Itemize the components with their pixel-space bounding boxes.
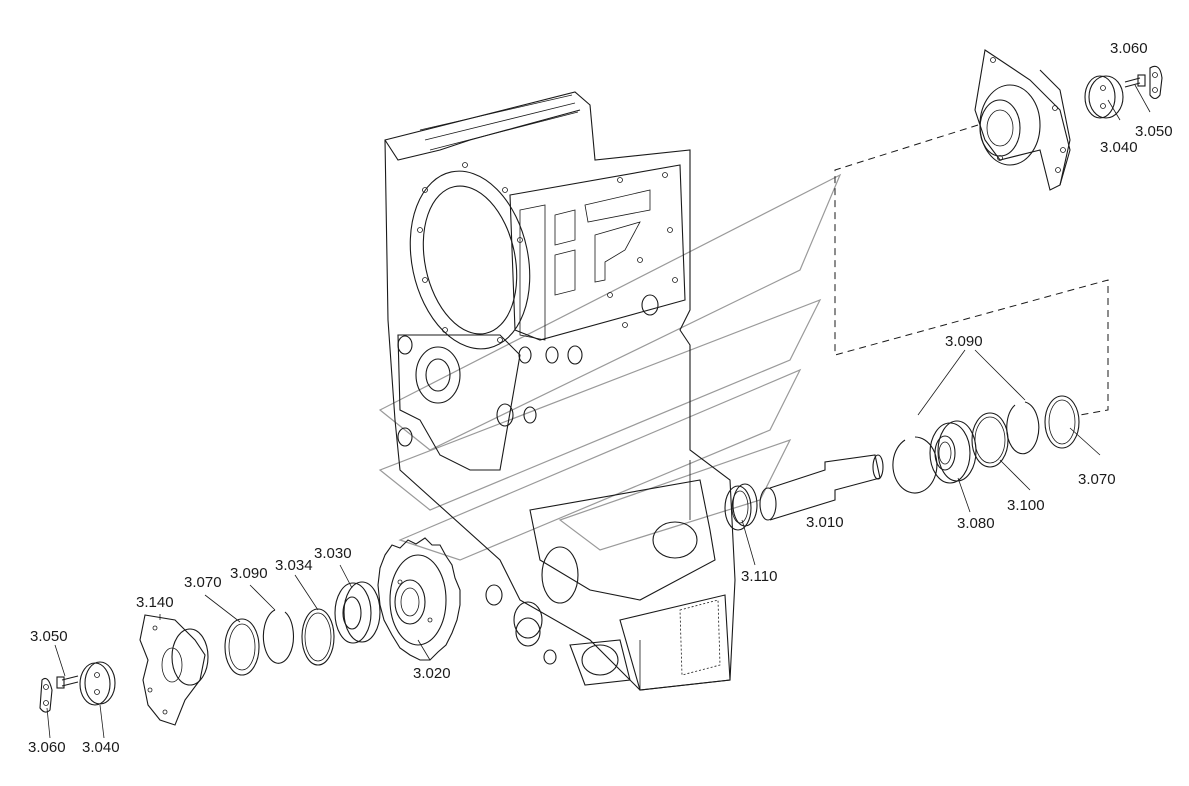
gear-3020 bbox=[377, 537, 461, 661]
flange-assembly-top bbox=[974, 49, 1071, 191]
snap-ring-3090-right-a bbox=[892, 436, 938, 494]
ring-3034 bbox=[301, 608, 335, 666]
bearing-3080 bbox=[929, 420, 977, 484]
callout-3060-left: 3.060 bbox=[28, 739, 66, 756]
callout-3070-left: 3.070 bbox=[184, 574, 222, 591]
callout-3050-top: 3.050 bbox=[1135, 123, 1173, 140]
ring-3070-left bbox=[224, 618, 260, 676]
callout-3080: 3.080 bbox=[957, 515, 995, 532]
callout-3010: 3.010 bbox=[806, 514, 844, 531]
washer-3040-top bbox=[1084, 75, 1124, 119]
snap-ring-3090-left bbox=[262, 609, 294, 664]
washer-3040-left bbox=[79, 661, 116, 706]
lock-plate-3060-top bbox=[1149, 65, 1163, 100]
watermark-logo bbox=[378, 173, 842, 561]
shaft-3010 bbox=[759, 454, 884, 521]
callout-3100: 3.100 bbox=[1007, 497, 1045, 514]
alignment-lines bbox=[834, 124, 1109, 416]
bearing-3030 bbox=[334, 581, 381, 644]
callout-3040-left: 3.040 bbox=[82, 739, 120, 756]
callout-3090-right: 3.090 bbox=[945, 333, 983, 350]
callout-3020: 3.020 bbox=[413, 665, 451, 682]
callout-3040-top: 3.040 bbox=[1100, 139, 1138, 156]
callout-labels: 3.060 3.040 3.050 3.090 3.070 3.100 3.08… bbox=[28, 40, 1173, 756]
callout-3060-top: 3.060 bbox=[1110, 40, 1148, 57]
bolt-3050-top bbox=[1124, 74, 1146, 88]
callout-3050-left: 3.050 bbox=[30, 628, 68, 645]
callout-3030: 3.030 bbox=[314, 545, 352, 562]
bolt-3050-left bbox=[56, 675, 79, 689]
lock-plate-3060-left bbox=[39, 677, 53, 713]
ring-3070-right bbox=[1044, 395, 1080, 449]
callout-3034: 3.034 bbox=[275, 557, 313, 574]
ring-3100 bbox=[971, 412, 1009, 468]
gearbox-housing bbox=[384, 91, 736, 691]
flange-3140 bbox=[139, 614, 209, 726]
leader-lines bbox=[46, 84, 1151, 739]
callout-3090-left: 3.090 bbox=[230, 565, 268, 582]
callout-3140: 3.140 bbox=[136, 594, 174, 611]
snap-ring-3090-right-b bbox=[1006, 401, 1040, 455]
sleeve-3110 bbox=[724, 483, 758, 531]
callout-3070-right: 3.070 bbox=[1078, 471, 1116, 488]
callout-3110: 3.110 bbox=[741, 568, 777, 585]
